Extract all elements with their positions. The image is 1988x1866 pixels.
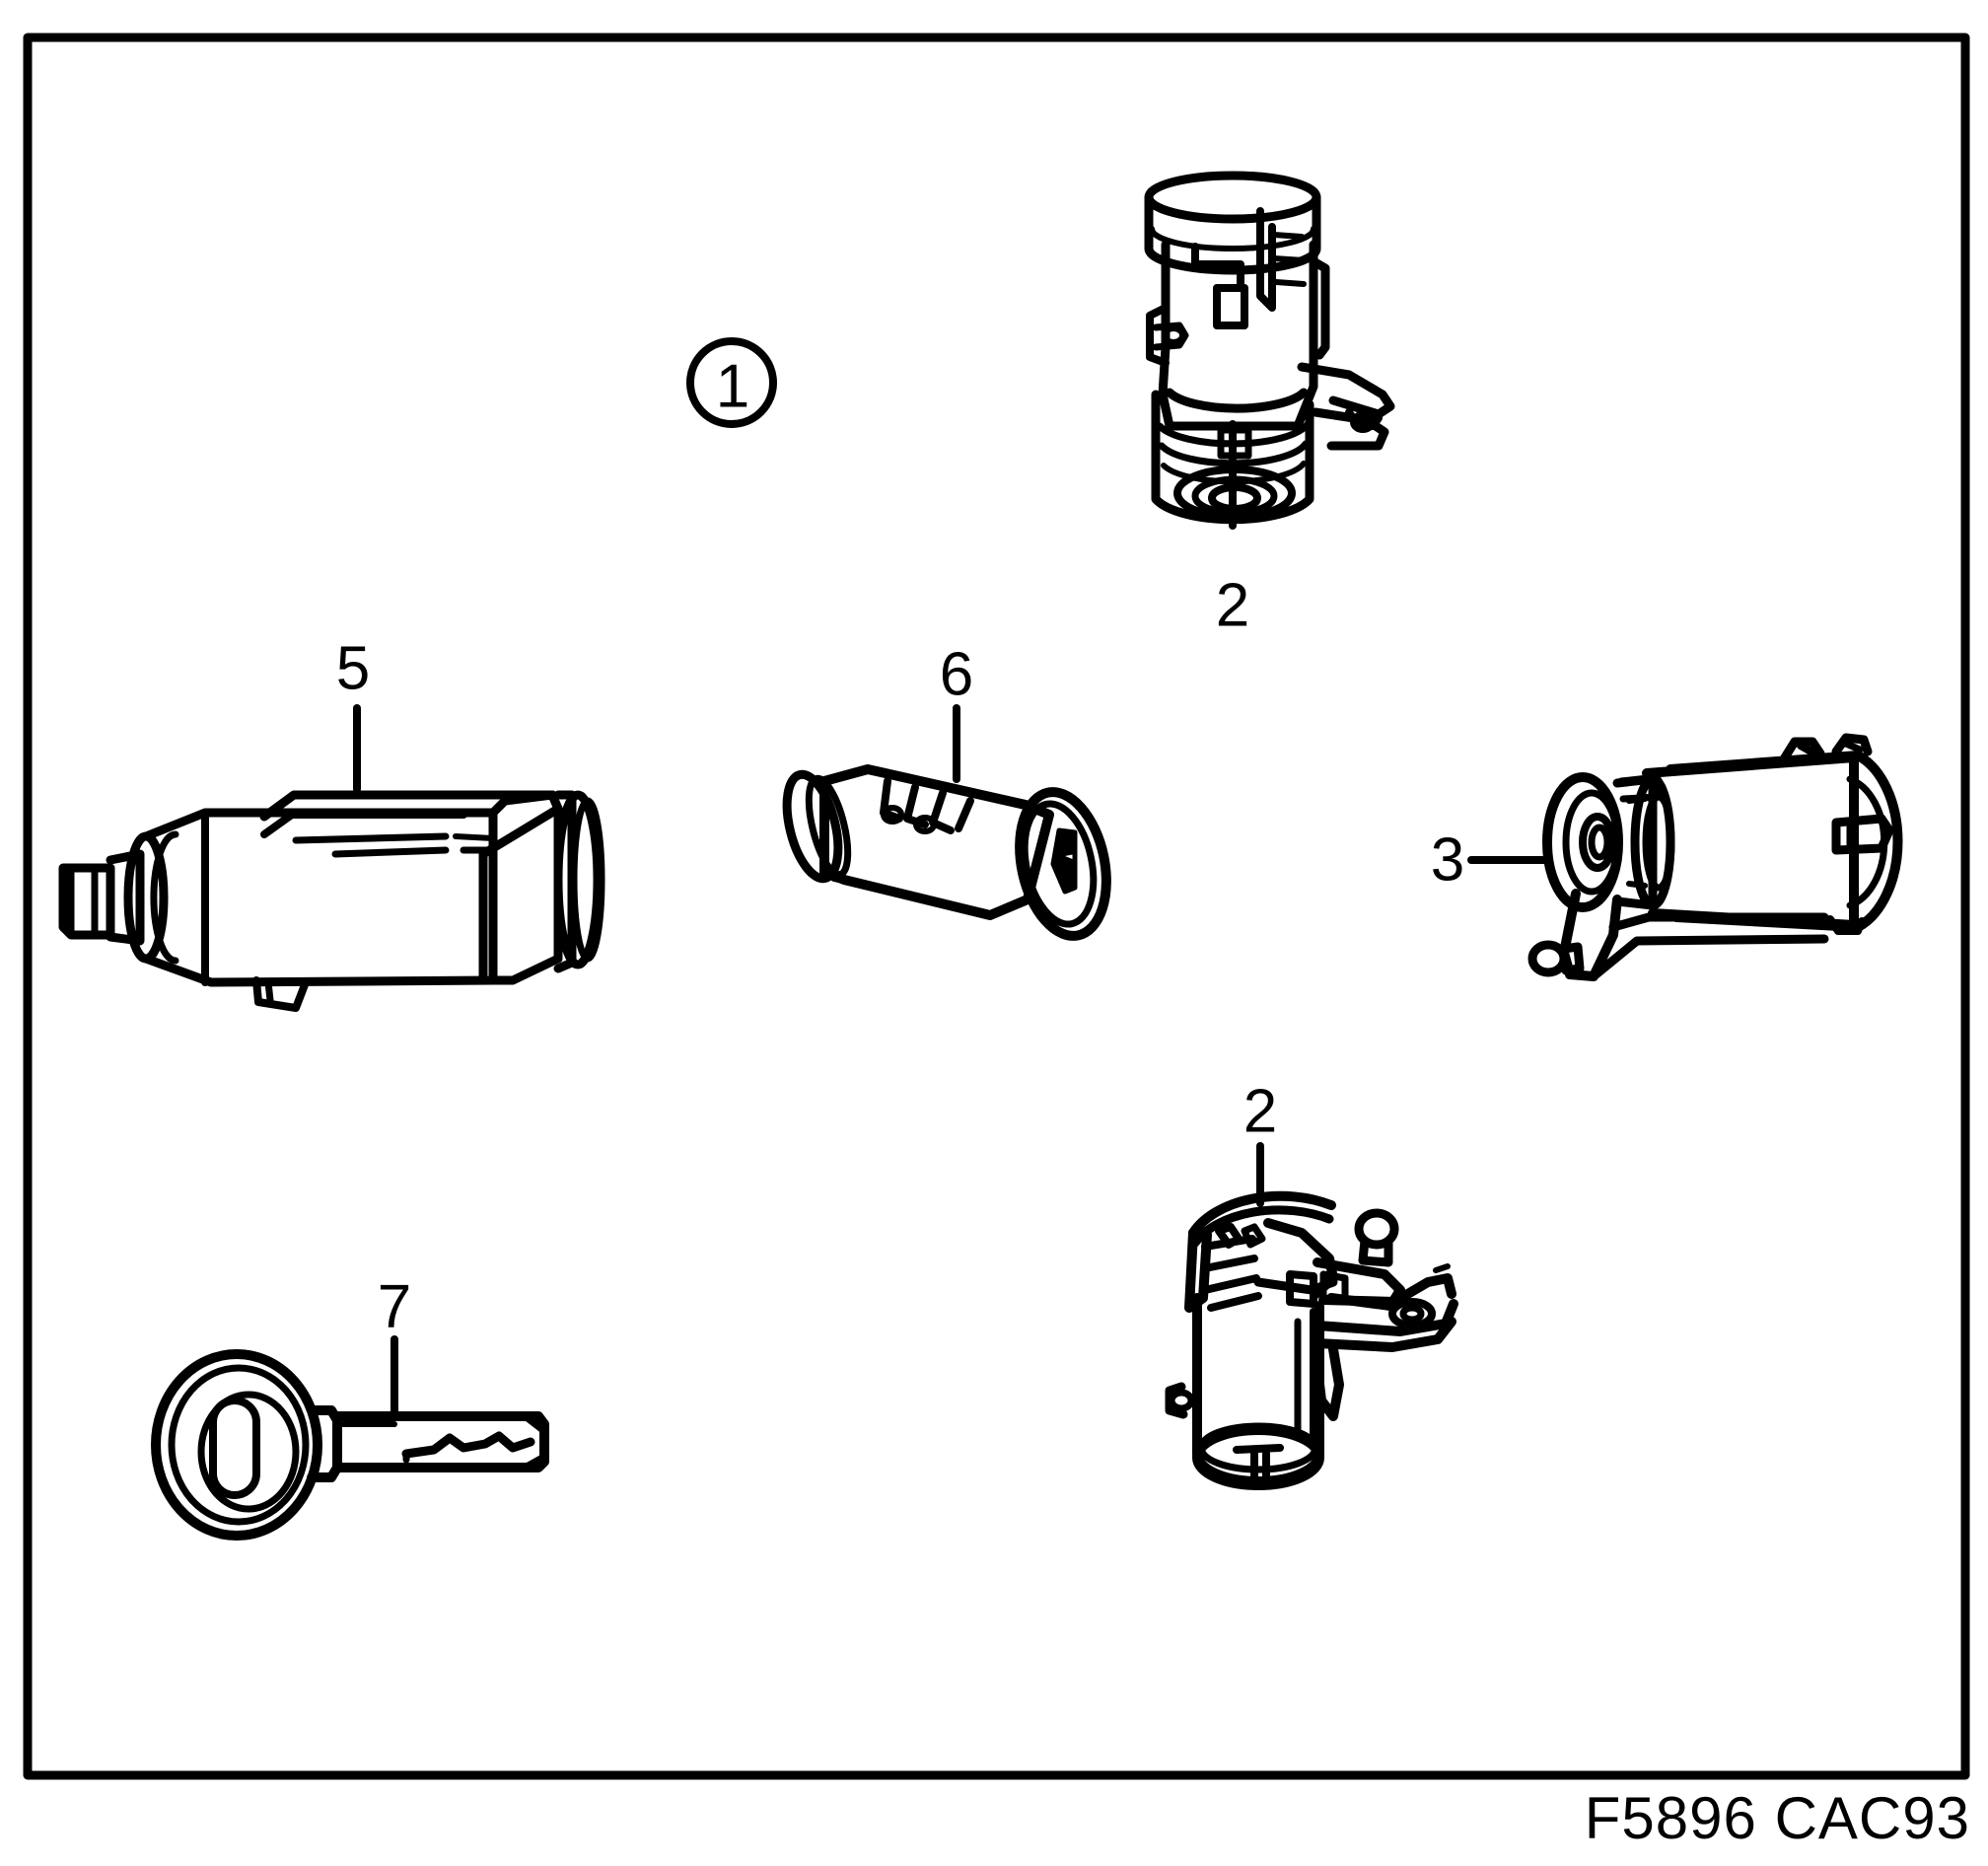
part-ignition-switch-housing-upper: 2 (1144, 171, 1395, 640)
callout-1-label: 1 (716, 353, 749, 421)
part-lock-cylinder: 6 (782, 641, 1111, 941)
callout-2-top-label: 2 (1216, 572, 1249, 640)
callout-6-label: 6 (940, 641, 973, 709)
part-ignition-switch-housing-lower: 2 (1165, 1078, 1458, 1490)
callout-1: 1 (686, 337, 777, 428)
part-steering-lock-housing: 3 (1431, 733, 1903, 981)
callout-5-label: 5 (336, 635, 370, 703)
part-lock-barrel: 5 (58, 635, 605, 1012)
callout-2-bottom-label: 2 (1243, 1078, 1277, 1146)
diagram-frame (23, 33, 1970, 1780)
part-key: 7 (151, 1273, 549, 1541)
callout-7-label: 7 (378, 1273, 411, 1341)
diagram-caption: F5896 CAC93 (1584, 1785, 1970, 1851)
callout-3-label: 3 (1431, 826, 1464, 895)
